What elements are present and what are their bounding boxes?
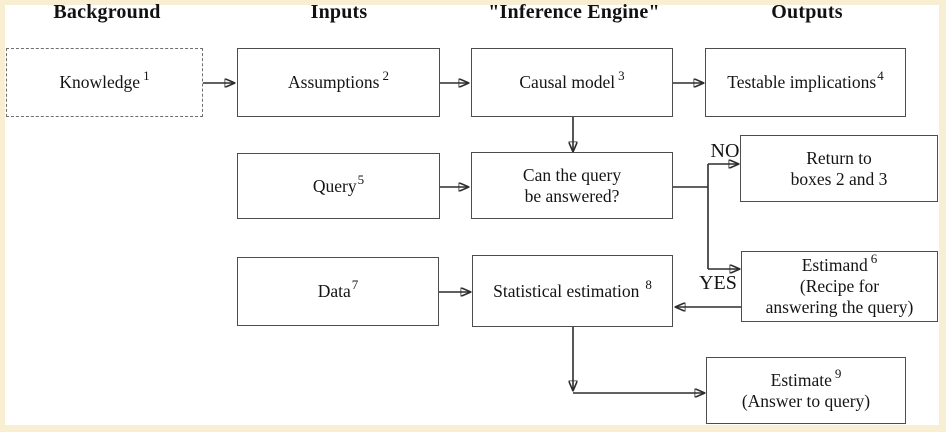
box-query-number: 5: [357, 171, 365, 187]
box-can-query-line1: Can the query: [522, 164, 622, 185]
box-estimate-line2: (Answer to query): [741, 390, 871, 411]
column-header-background: Background: [53, 1, 161, 23]
label-yes: YES: [699, 272, 737, 294]
box-data-number: 7: [351, 277, 359, 293]
box-statistical-estimation-number: 8: [645, 276, 652, 292]
box-estimate-number: 9: [834, 365, 842, 381]
box-return-to-boxes: Return to boxes 2 and 3: [740, 135, 938, 202]
box-testable-implications-number: 4: [877, 68, 884, 84]
box-testable-implications-label: Testable implications4: [727, 68, 884, 92]
box-return-line1: Return to: [806, 147, 872, 168]
box-estimand-line2: (Recipe for: [799, 276, 880, 296]
box-can-query-be-answered: Can the query be answered?: [471, 152, 673, 219]
box-knowledge-number: 1: [143, 68, 150, 84]
box-assumptions-number: 2: [382, 68, 389, 84]
label-no: NO: [710, 140, 740, 162]
box-estimand-number: 6: [870, 251, 878, 267]
box-query: Query5: [237, 153, 440, 219]
box-can-query-line2: be answered?: [524, 185, 620, 206]
box-testable-implications: Testable implications4: [705, 48, 906, 117]
box-causal-model-number: 3: [618, 68, 625, 84]
box-data-label: Data7: [317, 277, 359, 301]
box-return-line2: boxes 2 and 3: [790, 168, 888, 189]
column-header-inputs: Inputs: [310, 1, 368, 23]
box-data: Data7: [237, 257, 439, 326]
box-query-label: Query5: [312, 171, 365, 196]
box-estimand-line3: answering the query): [765, 297, 914, 317]
column-header-outputs: Outputs: [771, 1, 843, 23]
column-header-inference-engine: "Inference Engine": [488, 1, 660, 23]
